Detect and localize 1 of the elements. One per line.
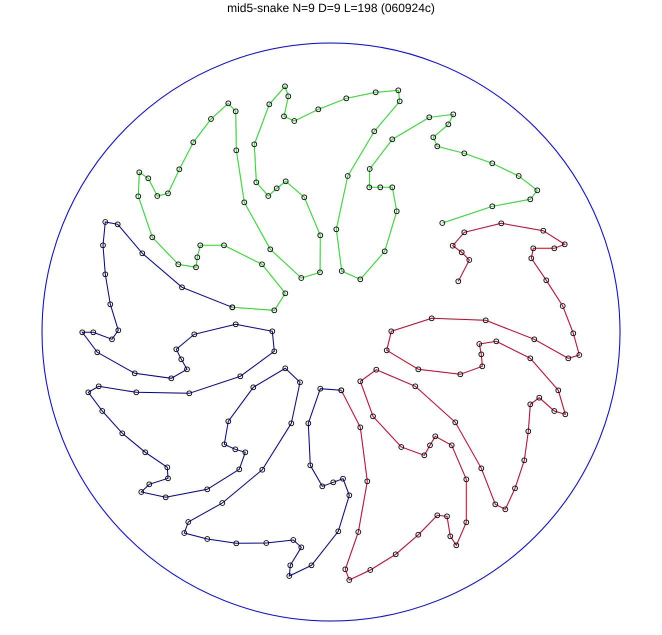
chart-title: mid5-snake N=9 D=9 L=198 (060924c) [227, 1, 435, 15]
